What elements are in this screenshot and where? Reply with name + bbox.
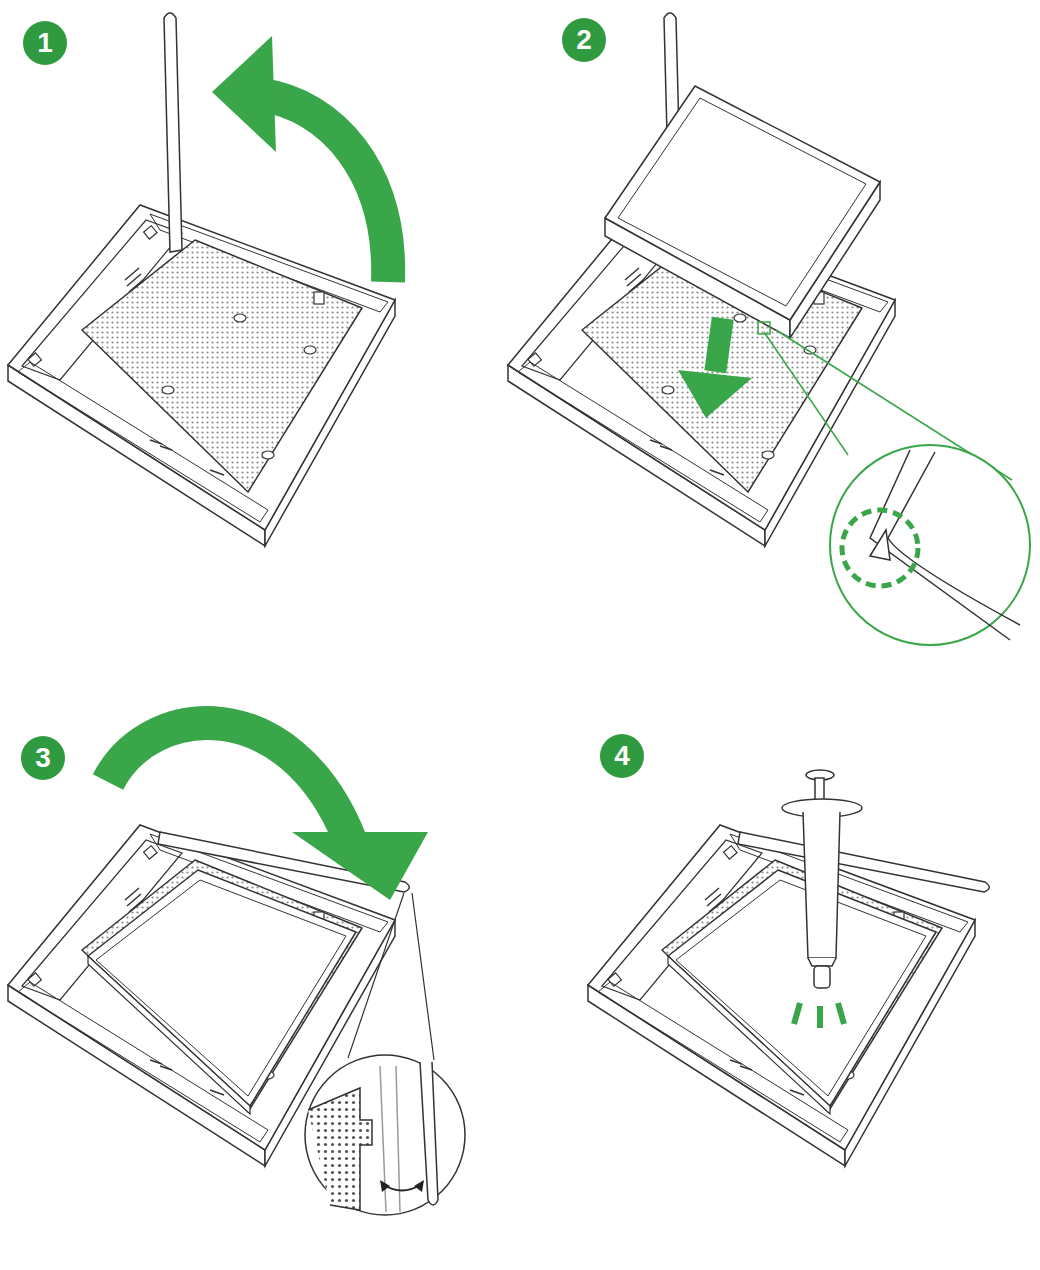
step-number: 2 [576, 26, 592, 54]
step-number-circle: 3 [20, 735, 66, 781]
step-number: 1 [37, 29, 53, 57]
step-number: 4 [614, 742, 630, 770]
step-number-circle: 2 [561, 17, 607, 63]
step-number: 3 [35, 744, 51, 772]
step-number-circle: 1 [22, 20, 68, 66]
step-number-circle: 4 [599, 733, 645, 779]
